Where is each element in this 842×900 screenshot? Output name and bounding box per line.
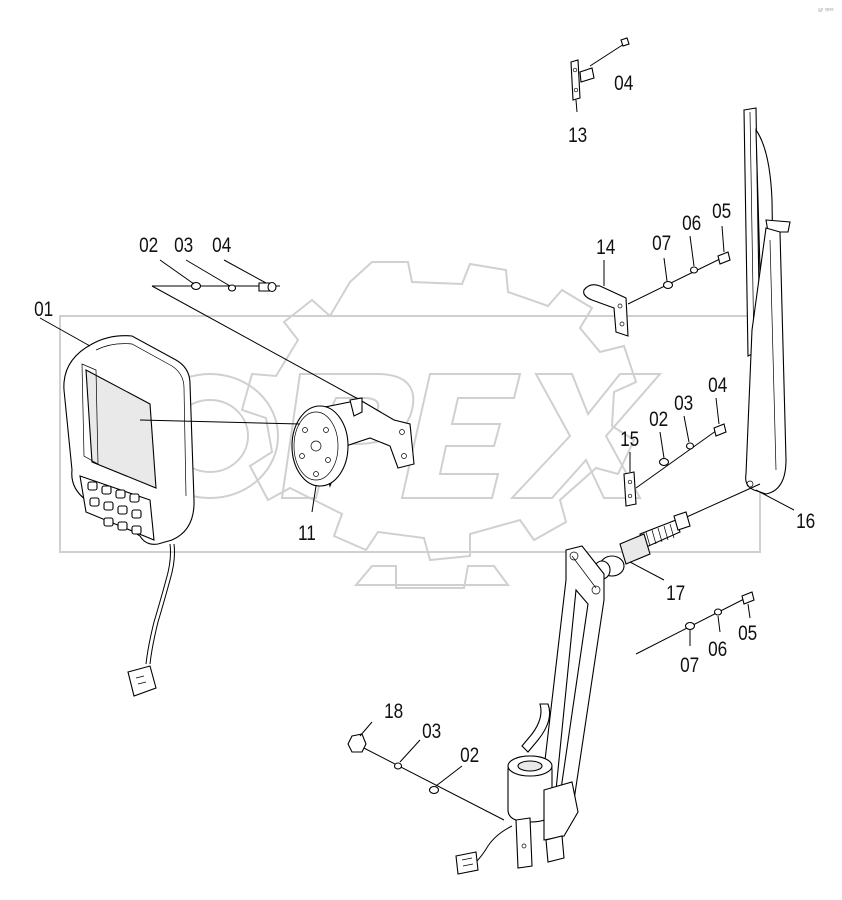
part-14-bracket — [583, 225, 731, 337]
part-13-bracket — [570, 37, 630, 113]
fastener-row-left — [151, 259, 361, 401]
callout-03-left: 03 — [174, 235, 193, 258]
callout-06-bot: 06 — [708, 639, 727, 662]
callout-05-bot: 05 — [738, 623, 757, 646]
part-01-monitor — [39, 317, 195, 697]
fastener-row-bottom — [347, 721, 505, 821]
callout-02-bot: 02 — [460, 745, 479, 768]
callout-11: 11 — [298, 523, 316, 546]
part-11-mount — [139, 397, 415, 513]
callout-04-top: 04 — [614, 73, 633, 96]
corner-mark: sᵖ ˢᵖᵃˢ — [818, 8, 834, 14]
part-16-wiper — [743, 107, 795, 511]
callout-labels: 13 04 02 03 04 01 11 14 07 06 05 15 02 0… — [34, 73, 815, 768]
callout-03-mid: 03 — [674, 393, 693, 416]
callout-06-top: 06 — [682, 213, 701, 236]
wiper-motor-assembly — [455, 545, 605, 875]
callout-15: 15 — [620, 429, 639, 452]
callout-04-left: 04 — [212, 235, 231, 258]
callout-02-mid: 02 — [649, 409, 668, 432]
callout-02-left: 02 — [139, 235, 158, 258]
callout-07-bot: 07 — [680, 655, 699, 678]
callout-16: 16 — [796, 511, 815, 534]
callout-01: 01 — [34, 299, 53, 322]
callout-05-top: 05 — [712, 201, 731, 224]
callout-13: 13 — [568, 125, 587, 148]
watermark-gear — [59, 261, 761, 589]
callout-18: 18 — [384, 701, 403, 724]
callout-17: 17 — [666, 583, 685, 606]
callout-07-top: 07 — [652, 233, 671, 256]
part-17-shaft — [593, 483, 761, 581]
monitor-keypad — [87, 481, 142, 535]
callout-03-bot: 03 — [422, 721, 441, 744]
callout-04-mid: 04 — [708, 375, 727, 398]
part-15-bracket — [623, 397, 727, 507]
callout-14: 14 — [596, 237, 615, 260]
fastener-row-lower-right — [635, 591, 755, 655]
